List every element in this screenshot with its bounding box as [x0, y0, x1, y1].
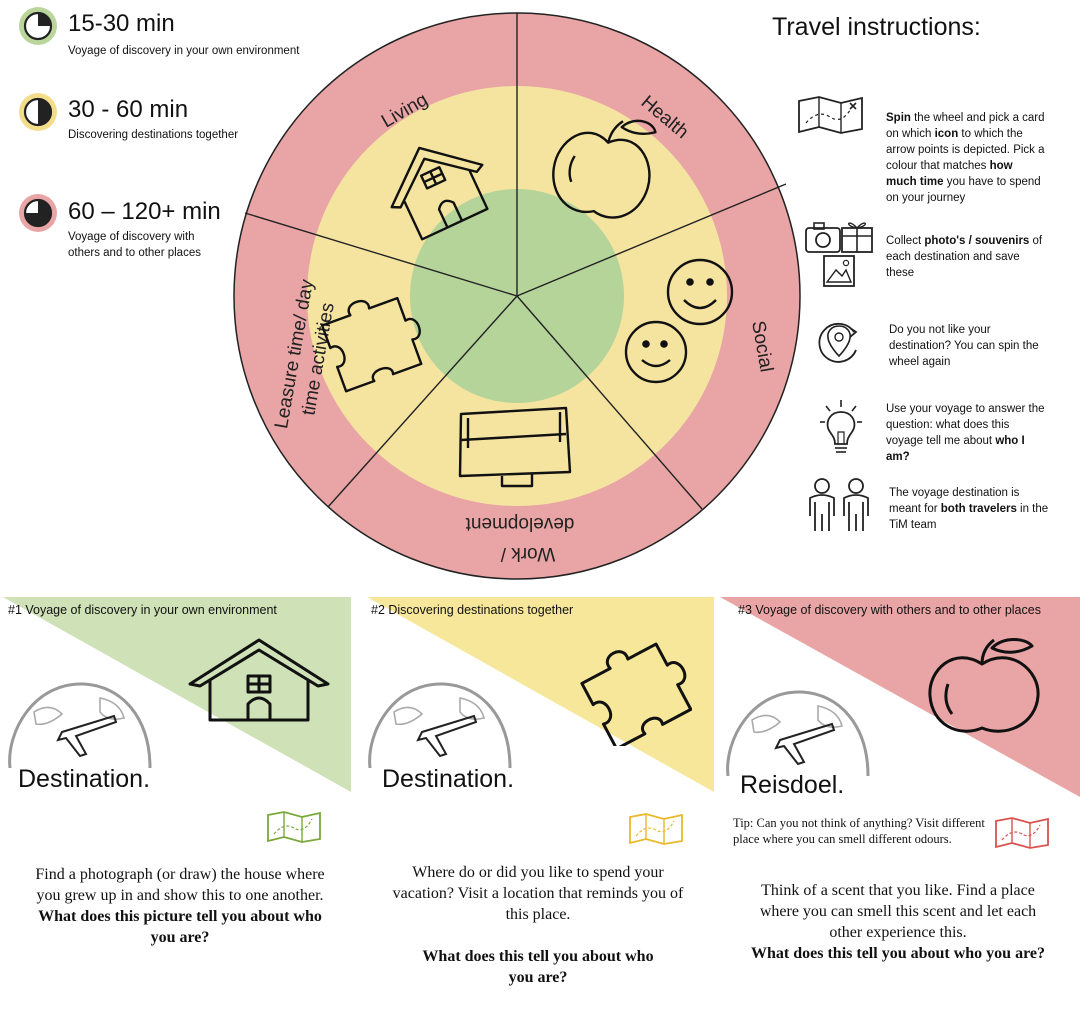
card-3-banner: #3 Voyage of discovery with others and t… — [738, 603, 1041, 617]
apple-icon — [552, 119, 657, 219]
map-icon — [267, 811, 321, 843]
instruction-both: The voyage destination is meant for both… — [889, 487, 1049, 531]
globe-plane-icon — [726, 690, 870, 777]
segment-label-work-1: Work / — [500, 543, 555, 564]
instruction-collect: Collect photo's / souvenirs of each dest… — [886, 235, 1043, 279]
instructions-title: Travel instructions: — [772, 13, 981, 41]
map-icon — [798, 96, 863, 134]
instruction-respin: Do you not like your destination? You ca… — [889, 324, 1039, 368]
card-2-body: Where do or did you like to spend your v… — [392, 864, 684, 986]
clock-quarter-icon — [19, 7, 57, 45]
map-icon — [995, 817, 1049, 849]
card-1-banner-bg — [3, 597, 351, 792]
instruction-question: Use your voyage to answer the question: … — [886, 403, 1045, 463]
spin-wheel[interactable]: Living Health Social Work / development … — [0, 0, 1084, 600]
instruction-spin: Spin the wheel and pick a card on which … — [886, 112, 1045, 204]
apple-icon — [928, 638, 1040, 733]
card-1-title: Destination. — [18, 765, 151, 793]
card-2-title: Destination. — [382, 765, 515, 793]
lightbulb-icon — [820, 400, 862, 453]
card-3-banner-bg — [720, 597, 1080, 797]
puzzle-icon — [580, 642, 692, 746]
time-title-2: 30 - 60 min — [68, 96, 189, 123]
clock-half-icon — [19, 93, 57, 131]
segment-label-work-2: development — [465, 513, 575, 534]
card-1-body: Find a photograph (or draw) the house wh… — [35, 866, 325, 946]
house-icon — [188, 638, 330, 722]
camera-gift-photo-icon — [805, 222, 873, 287]
card-backgrounds — [3, 597, 1080, 797]
map-icon — [629, 813, 683, 845]
time-desc-2: Discovering destinations together — [68, 129, 239, 141]
time-desc-1: Voyage of discovery in your own environm… — [68, 45, 300, 57]
briefcase-icon — [458, 406, 572, 488]
card-3-tip: Tip: Can you not think of anything? Visi… — [733, 816, 985, 846]
time-title-3: 60 – 120+ min — [68, 198, 221, 225]
time-desc-3: Voyage of discovery with others and to o… — [68, 231, 201, 259]
card-3-body: Think of a scent that you like. Find a p… — [751, 882, 1045, 962]
puzzle-icon — [320, 296, 423, 393]
time-title-1: 15-30 min — [68, 10, 175, 37]
card-1-banner: #1 Voyage of discovery in your own envir… — [8, 603, 277, 617]
smiley-icon — [624, 258, 734, 384]
card-2-banner: #2 Discovering destinations together — [371, 603, 574, 617]
clock-threequarter-icon — [19, 194, 57, 232]
house-icon — [390, 146, 489, 241]
card-3-title: Reisdoel. — [740, 771, 845, 799]
globe-plane-icon — [368, 682, 512, 769]
respin-location-icon — [818, 322, 858, 363]
globe-plane-icon — [8, 682, 152, 769]
two-travelers-icon — [809, 478, 869, 531]
